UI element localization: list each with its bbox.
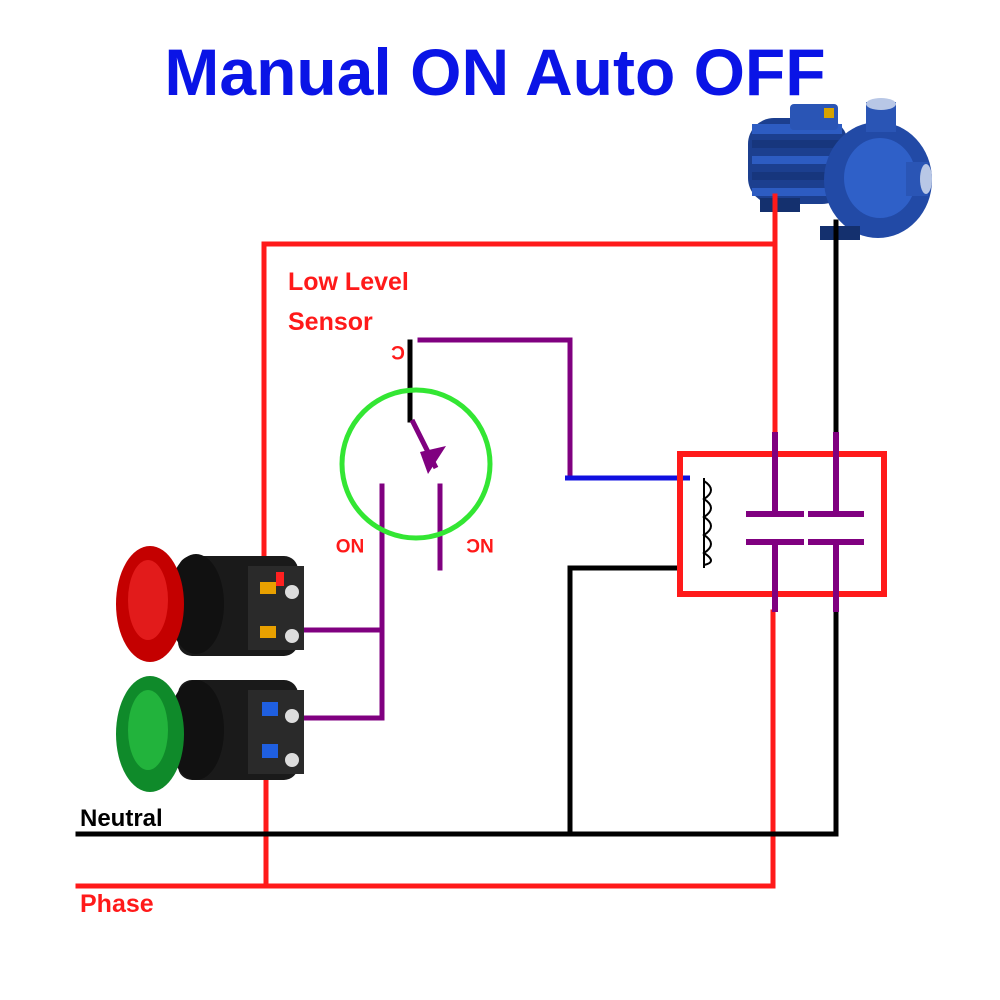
phase-wires xyxy=(75,193,778,889)
contactor-coil-icon xyxy=(702,478,712,568)
sensor-label-line1: Low Level xyxy=(288,268,409,296)
terminal-no-label: NO xyxy=(336,534,365,555)
green-pushbutton-icon xyxy=(116,676,304,792)
neutral-wires xyxy=(75,219,839,837)
sensor-label-line2: Sensor xyxy=(288,308,373,336)
phase-label: Phase xyxy=(80,890,154,918)
terminal-nc-label: NC xyxy=(466,534,494,555)
signal-wires xyxy=(297,337,573,721)
diagram-title: Manual ON Auto OFF xyxy=(164,35,825,109)
terminal-c-label: C xyxy=(391,341,405,362)
float-sensor-icon xyxy=(339,387,493,541)
contactor xyxy=(677,432,887,612)
neutral-label: Neutral xyxy=(80,805,163,832)
red-pushbutton-icon xyxy=(116,546,304,662)
pump-motor-icon xyxy=(748,98,932,240)
